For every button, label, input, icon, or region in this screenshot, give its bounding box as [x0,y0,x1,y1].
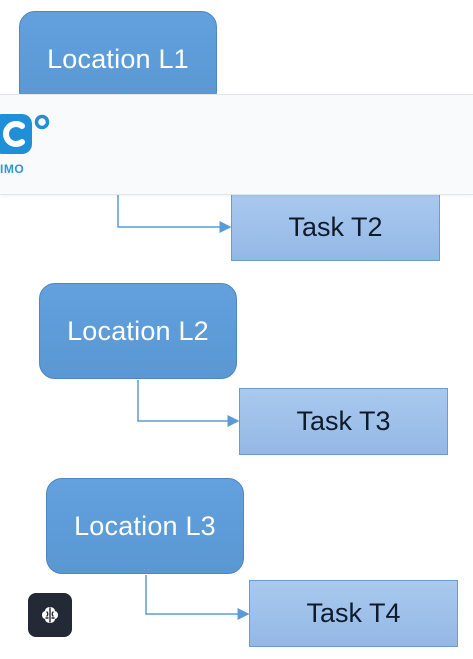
overlay-banner [0,94,473,195]
assistant-button[interactable] [28,593,72,637]
location-node-l2[interactable]: Location L2 [39,283,237,379]
connector-l1-t2 [117,195,232,233]
task-node-t2[interactable]: Task T2 [231,194,440,261]
brain-icon [42,607,58,623]
task-node-t3[interactable]: Task T3 [239,388,448,455]
connector-l3-t4 [145,575,250,620]
location-node-l3[interactable]: Location L3 [46,478,244,574]
logo-text: IMO [0,162,25,176]
location-node-l1[interactable]: Location L1 [19,11,217,107]
wrench-logo-icon[interactable] [0,112,54,156]
connector-l2-t3 [137,380,240,427]
task-node-t4[interactable]: Task T4 [249,580,458,647]
